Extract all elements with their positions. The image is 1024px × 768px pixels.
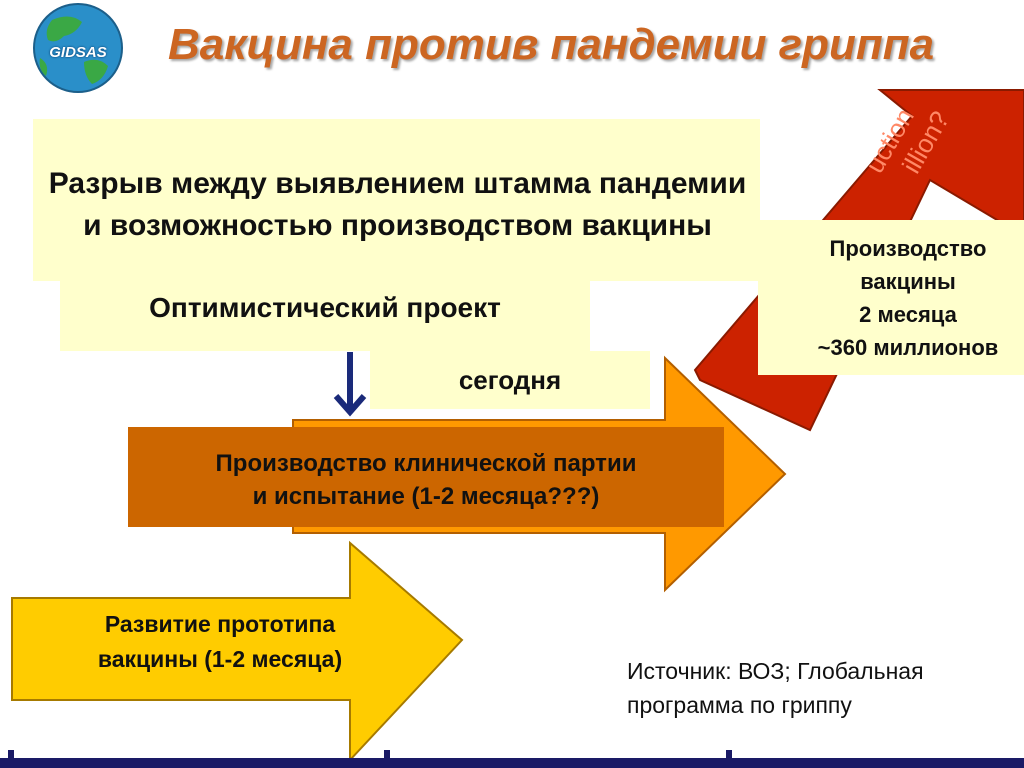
prototype-line-2: вакцины (1-2 месяца) [97, 646, 343, 672]
clinical-box [128, 427, 724, 527]
timeline-tick [726, 750, 732, 758]
production-line-4: ~360 миллионов [817, 335, 999, 360]
production-box: Производство вакцины 2 месяца ~360 милли… [758, 220, 1024, 375]
gap-panel [33, 119, 760, 281]
production-line-3: 2 месяца [859, 302, 957, 327]
clinical-line-1: Производство клинической партии [215, 450, 637, 477]
source-text: Источник: ВОЗ; Глобальная программа по г… [627, 654, 1007, 722]
gap-text: Разрыв между выявлением штамма пандемии … [0, 163, 795, 247]
prototype-line-1: Развитие прототипа [104, 611, 336, 637]
today-label: сегодня [458, 365, 562, 395]
logo-text: GIDSAS [49, 44, 107, 61]
optimistic-label: Оптимистический проект [149, 292, 501, 323]
bottom-bar [0, 758, 1024, 768]
gap-line-2: и возможностью производством вакцины [83, 209, 712, 242]
timeline-tick [8, 750, 14, 758]
clinical-text: Производство клинической партии и испыта… [128, 447, 724, 513]
production-line-2: вакцины [860, 269, 956, 294]
optimistic-panel [60, 281, 590, 351]
production-text: Производство вакцины 2 месяца ~360 милли… [758, 232, 1024, 364]
today-panel [370, 351, 650, 409]
yellow-prototype-arrow [11, 540, 464, 763]
source-line-1: Источник: ВОЗ; Глобальная [627, 658, 924, 684]
gap-line-1: Разрыв между выявлением штамма пандемии [48, 167, 747, 200]
production-line-1: Производство [829, 236, 987, 261]
page-title: Вакцина против пандемии гриппа [168, 20, 935, 69]
arrow-down-icon [333, 352, 367, 417]
clinical-line-2: и испытание (1-2 месяца???) [252, 483, 600, 510]
prototype-text: Развитие прототипа вакцины (1-2 месяца) [10, 607, 430, 677]
timeline-tick [384, 750, 390, 758]
source-line-2: программа по гриппу [627, 692, 852, 718]
globe-icon [33, 3, 123, 93]
